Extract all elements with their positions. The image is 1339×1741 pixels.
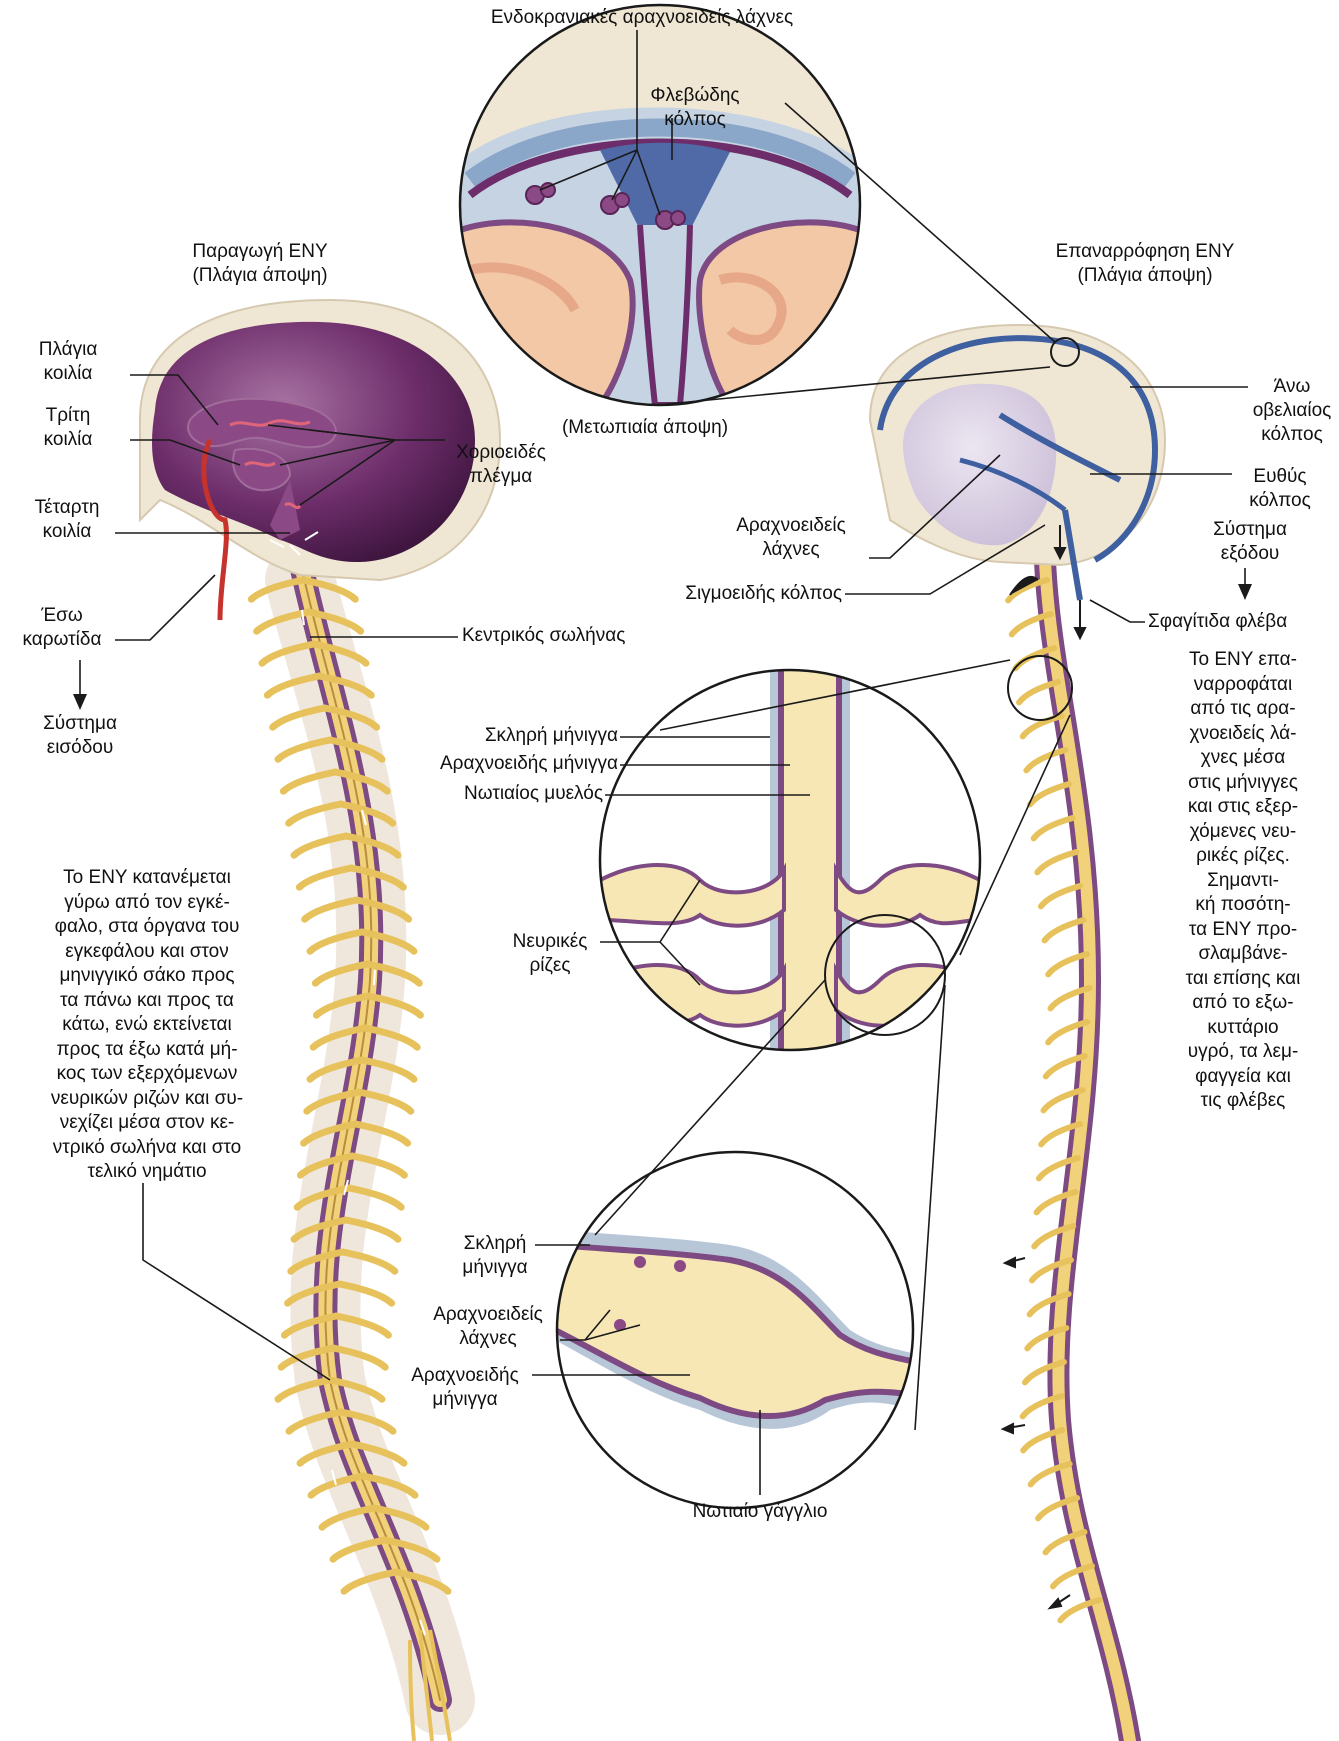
label-nerve-roots: Νευρικές ρίζες xyxy=(500,930,600,978)
title-csf-reabsorption: Επαναρρόφηση ΕΝΥ (Πλάγια άποψη) xyxy=(1030,240,1260,288)
label-dura-mater: Σκληρή μήνιγγα xyxy=(400,724,618,748)
spinal-nerve xyxy=(1034,818,1073,838)
paragraph-csf-reabsorption: Το ΕΝΥ επα- ναρροφάται από τις αρα- χνοε… xyxy=(1168,648,1318,1114)
middle-magnifier xyxy=(600,670,980,1050)
label-internal-carotid: Έσω καρωτίδα xyxy=(12,604,112,652)
label-sigmoid-sinus: Σιγμοειδής κόλπος xyxy=(610,582,842,606)
label-arachnoid-mater-detail: Αραχνοειδής μήνιγγα xyxy=(395,1364,535,1412)
label-input-system: Σύστημα εισόδου xyxy=(25,712,135,760)
label-venous-sinus: Φλεβώδης κόλπος xyxy=(625,84,765,132)
label-arachnoid-villi: Αραχνοειδείς λάχνες xyxy=(716,514,866,562)
title-csf-production: Παραγωγή ΕΝΥ (Πλάγια άποψη) xyxy=(170,240,350,288)
label-choroid-plexus: Χοριοειδές πλέγμα xyxy=(446,441,556,489)
label-output-system: Σύστημα εξόδου xyxy=(1195,518,1305,566)
right-spine xyxy=(1008,560,1130,1741)
title-intracranial-villi: Ενδοκρανιακές αραχνοειδείς λάχνες xyxy=(452,6,832,30)
spinal-nerve xyxy=(1041,886,1080,906)
spinal-nerve xyxy=(1030,784,1069,804)
label-arachnoid-villi-detail: Αραχνοειδείς λάχνες xyxy=(418,1303,558,1351)
label-lateral-ventricle: Πλάγια κοιλία xyxy=(18,338,118,386)
label-spinal-cord: Νωτιαίος μυελός xyxy=(400,782,603,806)
label-spinal-ganglion: Νωτιαίο γάγγλιο xyxy=(660,1500,860,1524)
top-magnifier xyxy=(460,5,860,405)
spinal-nerve xyxy=(1045,920,1084,940)
spinal-nerve xyxy=(1037,852,1076,872)
label-arachnoid-mater: Αραχνοειδής μήνιγγα xyxy=(380,752,618,776)
label-frontal-view: (Μετωπιαία άποψη) xyxy=(545,416,745,440)
label-third-ventricle: Τρίτη κοιλία xyxy=(18,404,118,452)
label-central-canal: Κεντρικός σωλήνας xyxy=(462,624,682,648)
paragraph-csf-distribution: Το ΕΝΥ κατανέμεται γύρω από τον εγκέ- φα… xyxy=(22,866,272,1185)
label-dura-mater-detail: Σκληρή μήνιγγα xyxy=(450,1232,540,1280)
label-superior-sagittal-sinus: Άνω οβελιαίος κόλπος xyxy=(1245,375,1339,447)
label-fourth-ventricle: Τέταρτη κοιλία xyxy=(12,496,122,544)
label-jugular-vein: Σφαγίτιδα φλέβα xyxy=(1148,610,1338,634)
bottom-magnifier xyxy=(555,1150,915,1510)
label-straight-sinus: Ευθύς κόλπος xyxy=(1230,465,1330,513)
